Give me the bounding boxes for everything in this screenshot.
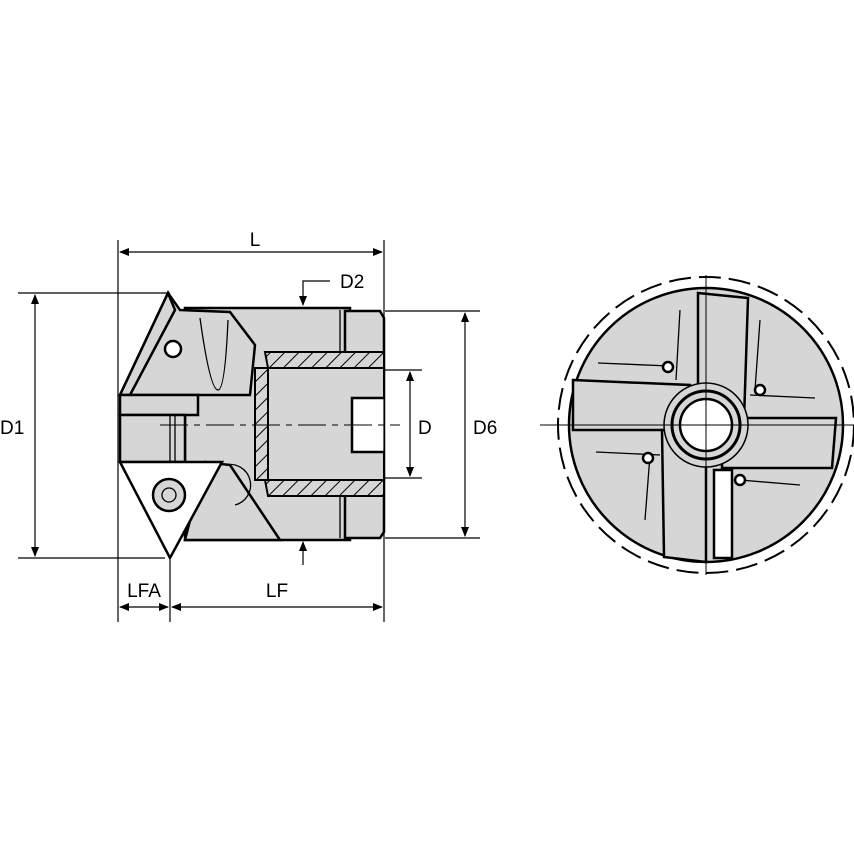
chip-gullet [224,463,252,506]
torx-icon [161,487,177,503]
bore-wall-back [254,367,269,481]
end-view [540,275,854,575]
bore-wall-bottom [263,479,385,497]
side-view [117,289,400,561]
cartridge-top [118,393,200,417]
insert-bottom [712,468,734,560]
screw-hole [163,339,183,359]
label-l: L [250,230,261,251]
dim-leader-d2 [299,280,330,306]
dimensions: L D2 D1 D D6 LFA LF [0,230,506,622]
bore-wall-top [263,351,385,369]
label-lf: LF [266,581,288,602]
chip-flute [199,317,229,391]
label-d: D [418,418,432,439]
insert-screw [151,477,187,513]
label-d6: D6 [473,418,497,439]
label-lfa: LFA [127,581,161,602]
label-d2: D2 [340,272,364,293]
label-d1: D1 [0,418,24,439]
